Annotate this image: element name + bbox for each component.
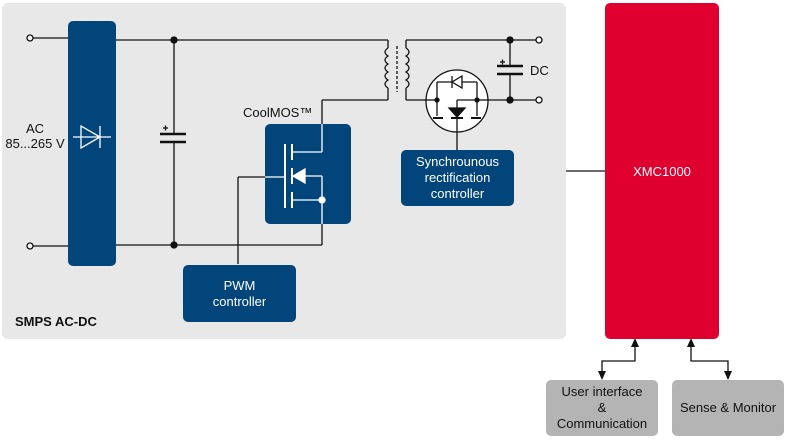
coolmos-label: CoolMOS™ — [243, 105, 313, 120]
sense-link-arrows — [687, 338, 732, 380]
sync-rect-controller-block: Synchrounous rectification controller — [401, 150, 514, 206]
ac-terminal-top — [26, 34, 34, 42]
ui-link-arrows — [598, 338, 639, 380]
transformer-primary — [384, 47, 390, 89]
pwm-controller-block: PWM controller — [183, 265, 296, 322]
ac-terminal-bottom — [26, 242, 34, 250]
coolmos-block — [265, 124, 351, 224]
junction-dot — [506, 96, 514, 104]
xmc1000-block: XMC1000 — [605, 3, 719, 339]
mosfet-icon — [265, 124, 326, 224]
dc-terminal-top — [535, 36, 543, 44]
user-interface-block: User interface & Communication — [546, 380, 658, 436]
ac-input-label: AC 85...265 V — [4, 121, 66, 151]
sync-line3: controller — [430, 186, 485, 201]
sync-mosfet-symbol — [425, 69, 489, 150]
junction-dot — [170, 241, 178, 249]
junction-dot — [506, 36, 514, 44]
smps-title: SMPS AC-DC — [15, 314, 97, 329]
ui-line3: Communication — [556, 416, 648, 431]
sense-monitor-block: Sense & Monitor — [672, 380, 784, 436]
bridge-rectifier-block — [68, 21, 116, 266]
ui-line1: User interface — [561, 384, 643, 399]
junction-dot — [170, 36, 178, 44]
pwm-line2: controller — [212, 293, 267, 309]
sense-label: Sense & Monitor — [679, 400, 777, 415]
transformer-secondary — [404, 47, 410, 89]
sync-line2: rectification — [424, 170, 491, 185]
dc-terminal-bottom — [535, 96, 543, 104]
ac-line1: AC — [25, 121, 45, 136]
ac-line2: 85...265 V — [5, 136, 65, 151]
ui-line2: & — [597, 400, 607, 415]
dc-output-label: DC — [530, 63, 549, 78]
diode-icon — [73, 124, 111, 150]
sync-line1: Synchrounous — [415, 154, 500, 169]
pwm-line1: PWM — [223, 277, 256, 293]
